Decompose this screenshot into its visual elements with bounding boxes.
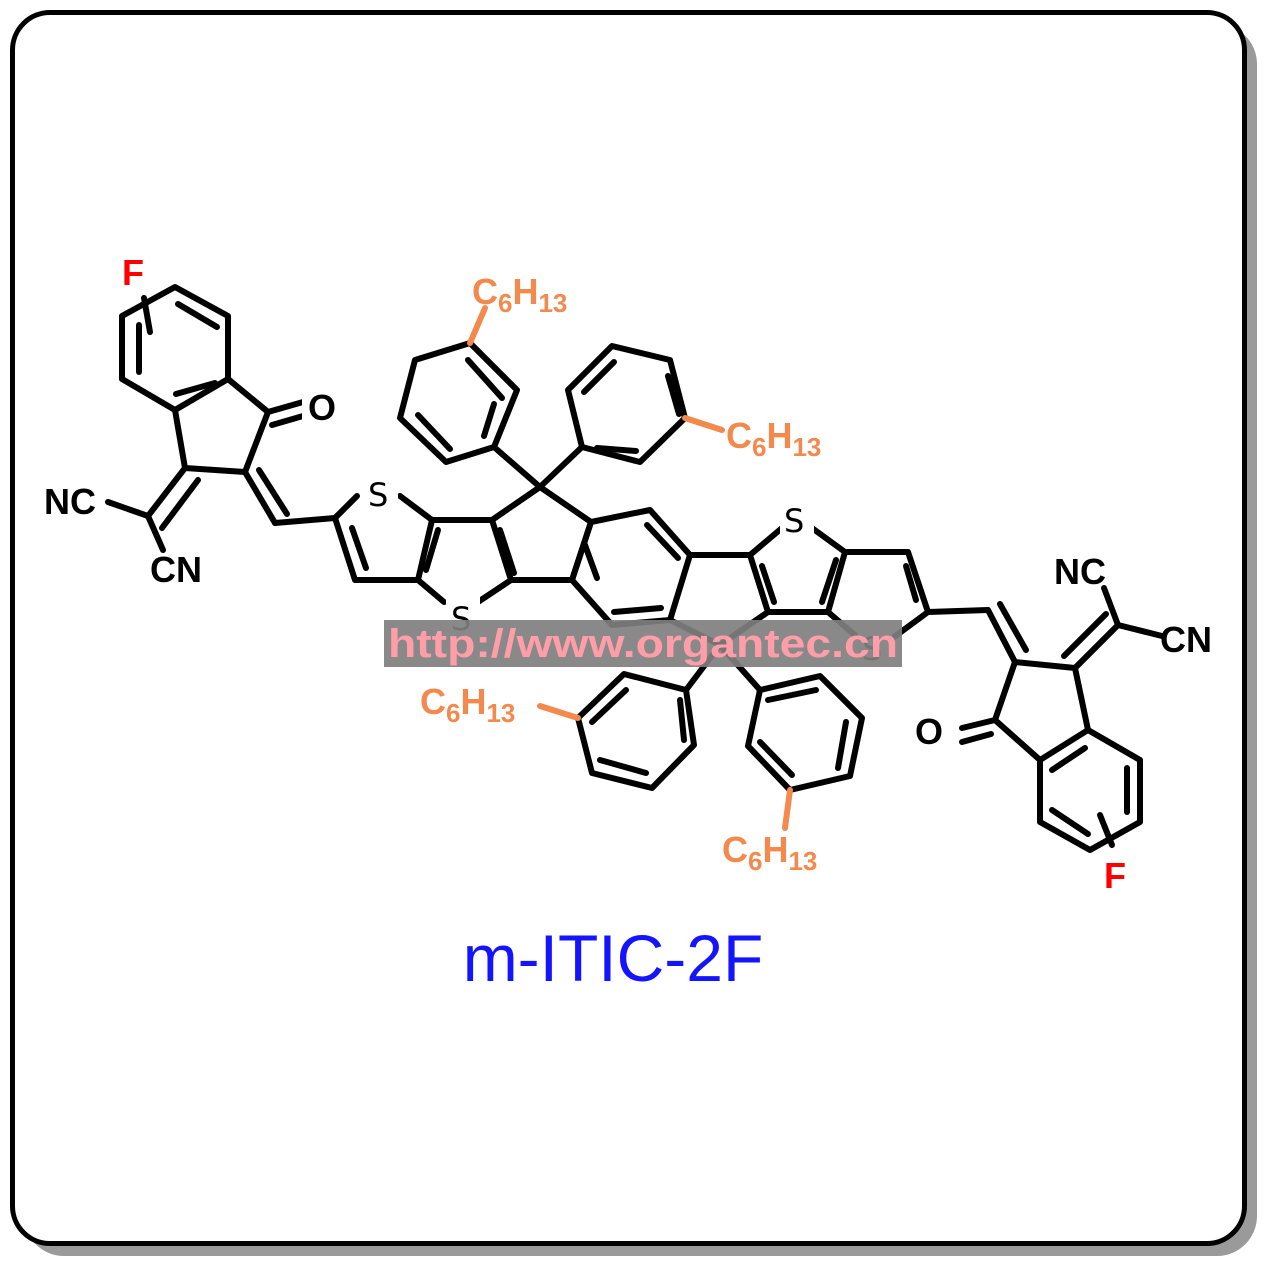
molecule-name: m-ITIC-2F — [463, 921, 764, 995]
hexyl-label-left: C6H13 — [420, 681, 515, 728]
nitrile-label-left-lower: CN — [150, 549, 202, 590]
nitrile-label-left: NC — [44, 481, 96, 522]
oxygen-label-left: O — [308, 387, 336, 428]
hexyl-label-top: C6H13 — [472, 271, 567, 318]
alkyl-chain-bonds — [467, 305, 793, 831]
label-masks — [302, 388, 958, 754]
hexyl-label-right: C6H13 — [726, 415, 821, 462]
watermark-text: http://www.organtec.cn — [388, 622, 898, 666]
oxygen-label-right: O — [915, 711, 943, 752]
nitrile-label-right-upper: NC — [1054, 551, 1106, 592]
sulfur-label-1: S — [368, 476, 388, 514]
fluorine-label-right: F — [1104, 855, 1126, 896]
sulfur-label-3: S — [784, 502, 804, 540]
hexyl-label-bottom: C6H13 — [722, 829, 817, 876]
watermark-bar — [384, 620, 902, 667]
bond-skeleton — [105, 284, 1165, 853]
nitrile-label-right: CN — [1160, 619, 1212, 660]
fluorine-label-left: F — [122, 252, 144, 293]
